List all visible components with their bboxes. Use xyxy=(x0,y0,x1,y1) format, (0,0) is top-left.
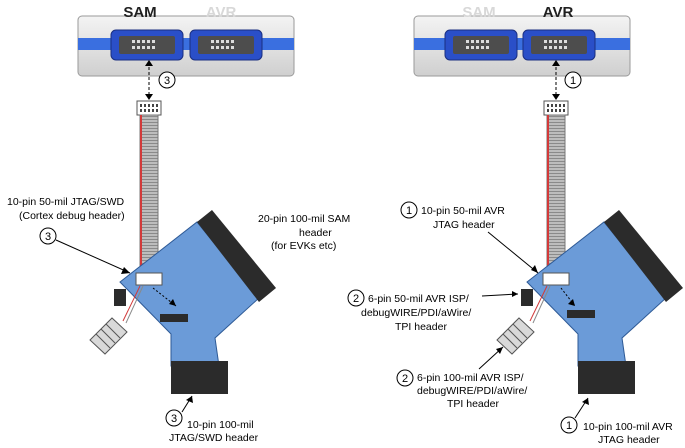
right-callout-jtag-num: 1 xyxy=(406,205,412,217)
right-debugger-box: SAM AVR xyxy=(413,4,631,77)
right-callout-isp50-line1: 6-pin 50-mil AVR ISP/ xyxy=(368,293,469,305)
right-small-connector xyxy=(543,100,569,116)
right-bottom-header xyxy=(578,361,635,394)
right-callout-bottom-line2: JTAG header xyxy=(598,434,660,446)
left-callout-jtag-line1: 10-pin 50-mil JTAG/SWD xyxy=(7,196,124,208)
right-callout-isp50-num: 2 xyxy=(353,293,359,305)
right-callout-bottom-num: 1 xyxy=(566,420,572,432)
left-tab-sam: SAM xyxy=(123,4,156,21)
left-callout-bottom-num: 3 xyxy=(171,413,177,425)
left-ribbon-cable xyxy=(139,114,159,278)
right-ribbon-cable xyxy=(546,114,566,278)
right-callout-jtag-line2: JTAG header xyxy=(433,219,495,231)
left-callout-sam20-line3: (for EVKs etc) xyxy=(271,240,336,252)
left-callout-sam20-line2: header xyxy=(299,227,332,239)
right-callout-jtag-line1: 10-pin 50-mil AVR xyxy=(421,205,505,217)
right-callout-isp100-line3: TPI header xyxy=(447,398,499,410)
left-tab-avr: AVR xyxy=(206,4,237,21)
right-callout-bottom-line1: 10-pin 100-mil AVR xyxy=(583,421,673,433)
left-callout-jtag-num: 3 xyxy=(45,231,51,243)
left-callout-bottom-line1: 10-pin 100-mil xyxy=(187,419,254,431)
right-tab-sam: SAM xyxy=(462,4,495,21)
right-tab-avr: AVR xyxy=(543,4,574,21)
left-debugger-box: SAM AVR xyxy=(77,4,295,77)
right-adapter xyxy=(496,210,683,394)
right-cable-marker: 1 xyxy=(570,75,576,87)
right-panel: SAM AVR 1 1 10-pin 50-m xyxy=(347,4,683,446)
left-callout-bottom-line2: JTAG/SWD header xyxy=(169,432,259,444)
left-cable-marker-circle xyxy=(158,71,176,89)
right-callout-isp100-line1: 6-pin 100-mil AVR ISP/ xyxy=(417,372,524,384)
right-callout-isp50-line3: TPI header xyxy=(395,321,447,333)
left-callout-sam20-line1: 20-pin 100-mil SAM xyxy=(258,213,350,225)
left-bottom-header xyxy=(171,361,228,394)
left-adapter xyxy=(89,210,276,394)
left-small-connector xyxy=(136,100,162,116)
right-callout-isp50-line2: debugWIRE/PDI/aWire/ xyxy=(361,307,471,319)
left-callout-jtag-line2: (Cortex debug header) xyxy=(19,210,125,222)
right-callout-isp100-num: 2 xyxy=(402,373,408,385)
right-callout-isp100-line2: debugWIRE/PDI/aWire/ xyxy=(417,385,527,397)
left-cable-marker: 3 xyxy=(164,75,170,87)
left-panel: SAM AVR 3 10 xyxy=(7,4,350,444)
